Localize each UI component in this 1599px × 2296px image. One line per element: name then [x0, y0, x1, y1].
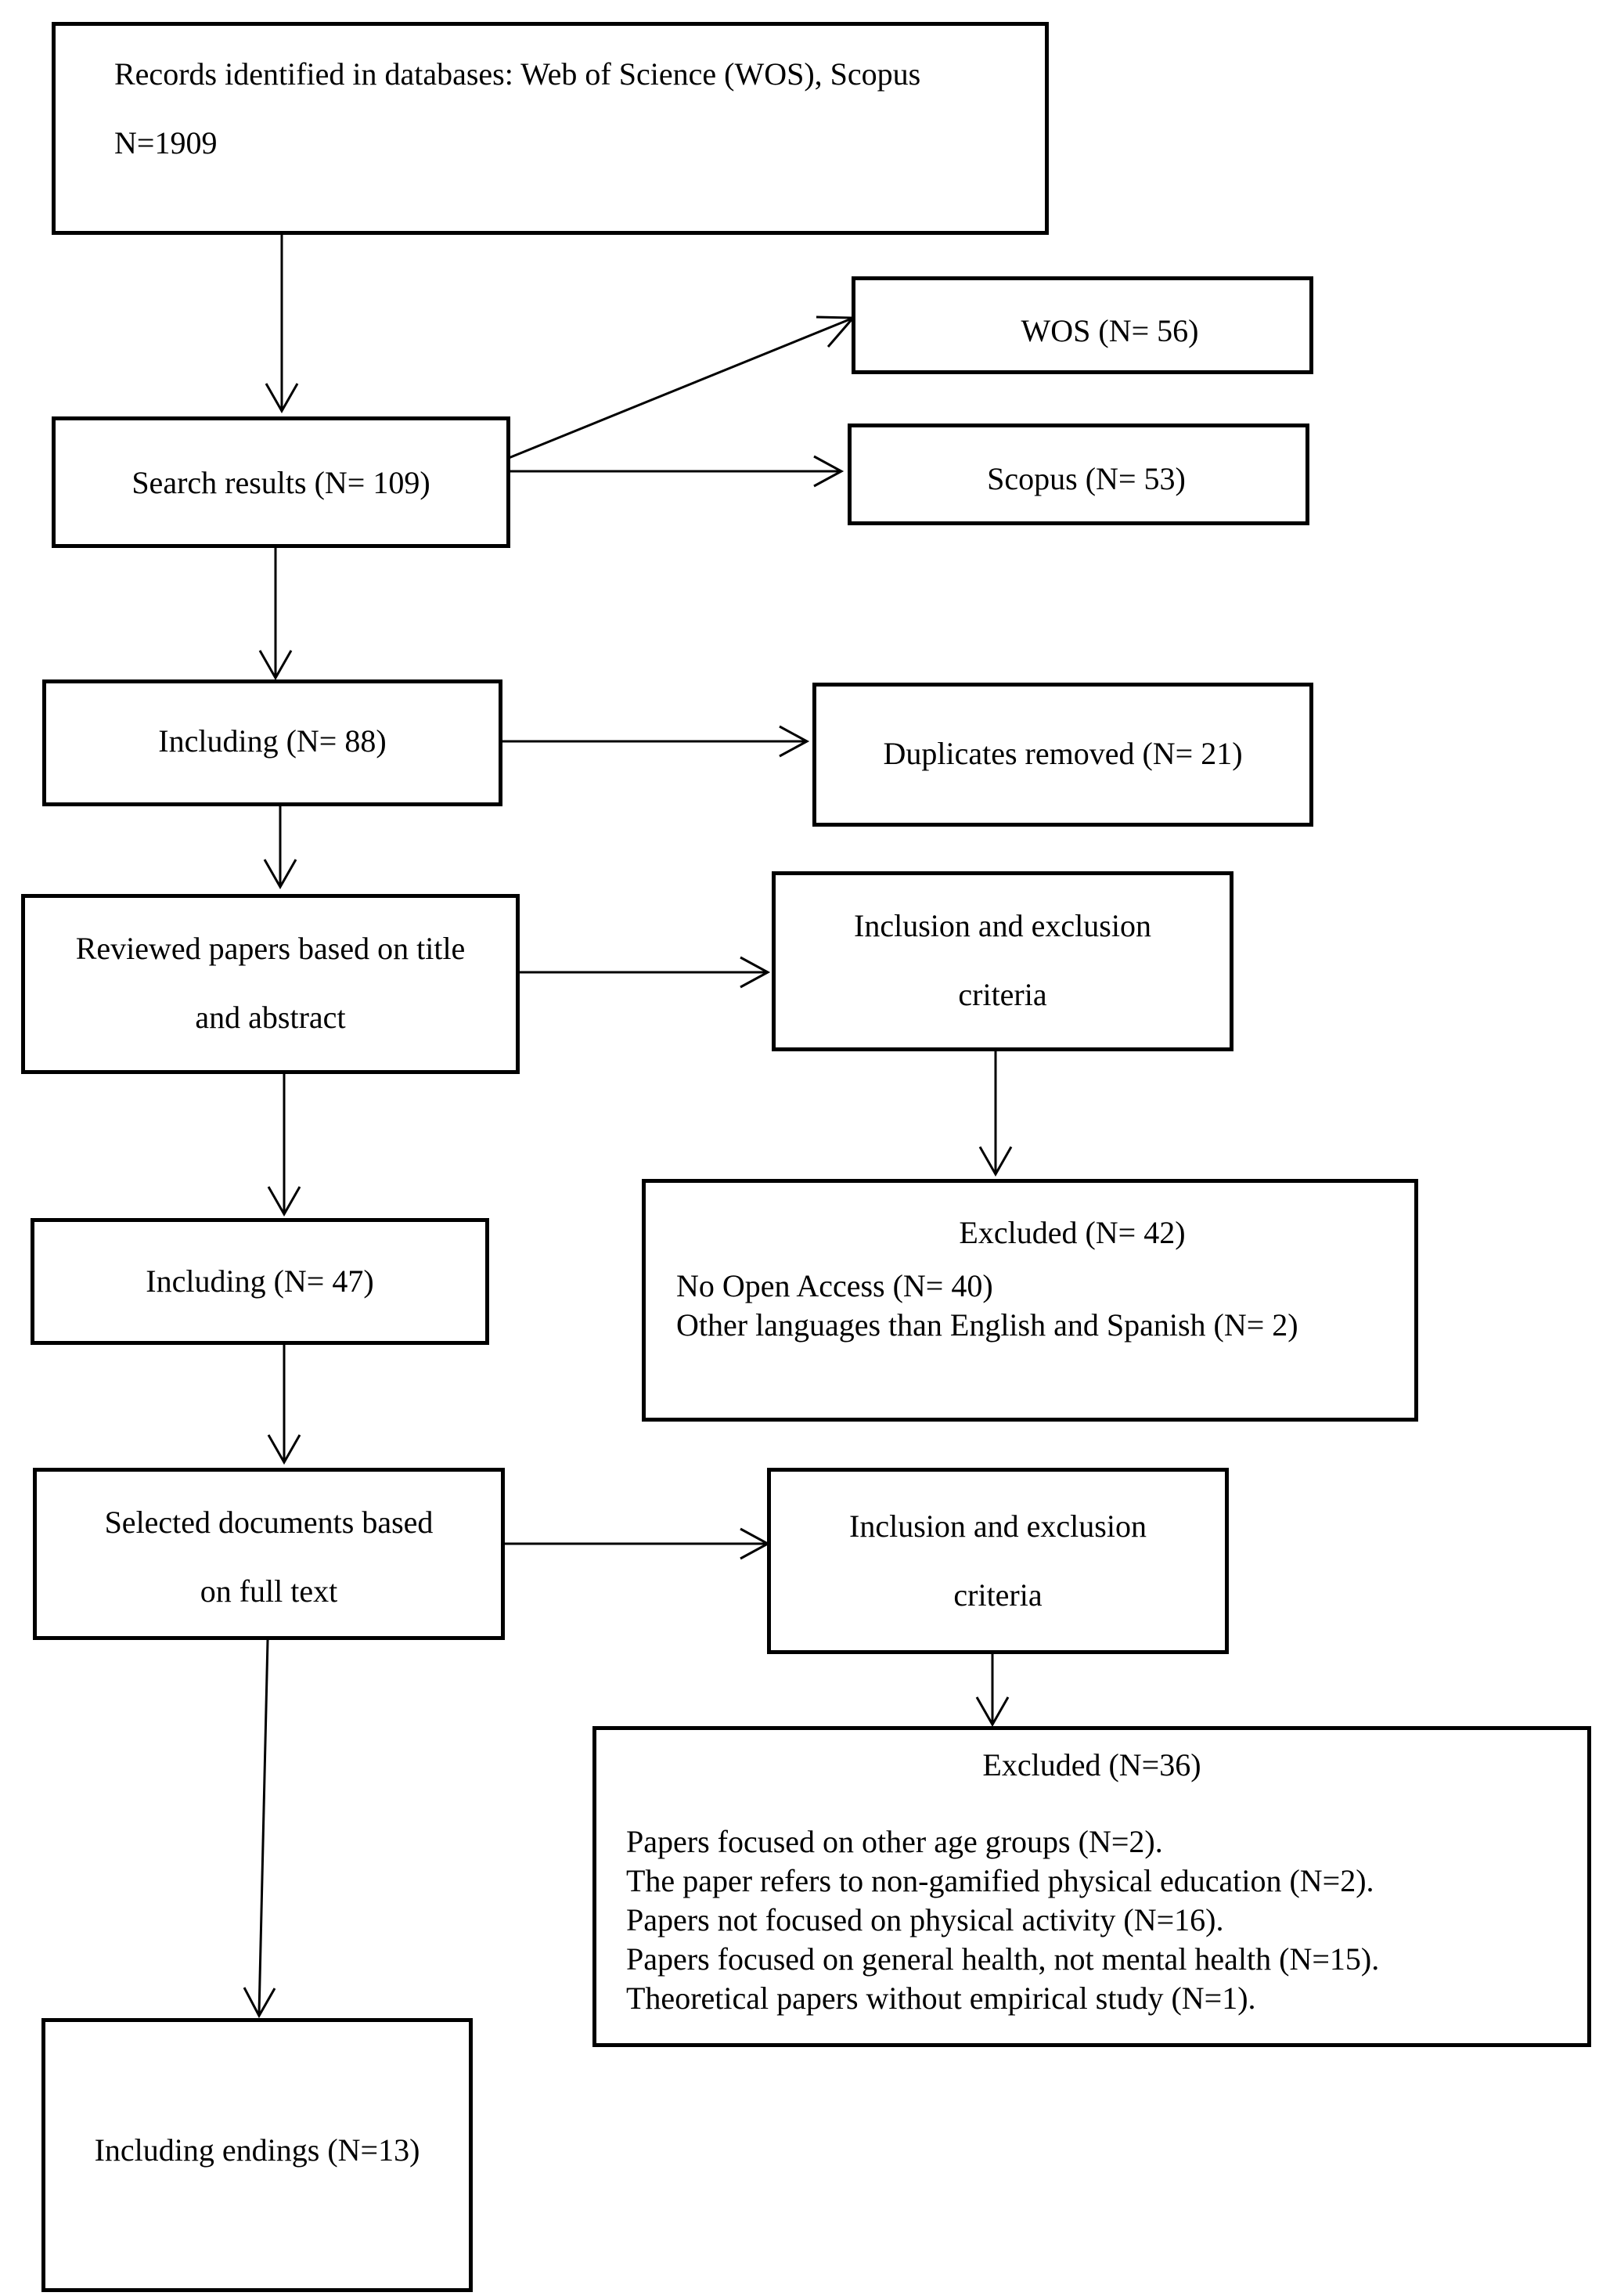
search-results-box — [52, 416, 510, 548]
reviewed-papers-box — [21, 894, 520, 1074]
excluded-42-title: Excluded (N= 42) — [959, 1215, 1186, 1250]
reviewed-papers-line2: and abstract — [195, 1000, 346, 1035]
excluded-36-title: Excluded (N=36) — [982, 1747, 1201, 1782]
wos-label: WOS (N= 56) — [1021, 313, 1199, 348]
criteria-2-box — [767, 1468, 1229, 1654]
arrow-selected-to-including-endings — [243, 1639, 276, 2019]
excluded-42-box — [642, 1179, 1418, 1422]
arrow-criteria-1-to-excluded-42 — [978, 1051, 1013, 1177]
arrow-including-88-to-reviewed — [263, 806, 297, 890]
selected-documents-box — [33, 1468, 505, 1640]
excluded-36-item: Theoretical papers without empirical stu… — [626, 1981, 1256, 2016]
excluded-36-item: Papers focused on general health, not me… — [626, 1941, 1380, 1977]
records-identified-box — [52, 22, 1049, 235]
arrow-reviewed-to-including-47 — [267, 1074, 301, 1217]
criteria-2-line2: criteria — [953, 1577, 1043, 1613]
excluded-36-item: Papers focused on other age groups (N=2)… — [626, 1824, 1163, 1859]
selected-documents-line2: on full text — [200, 1573, 338, 1609]
criteria-1-line2: criteria — [958, 977, 1047, 1012]
including-endings-label: Including endings (N=13) — [94, 2132, 420, 2168]
wos-box — [852, 276, 1313, 374]
excluded-36-box — [592, 1726, 1591, 2047]
reviewed-papers-line1: Reviewed papers based on title — [75, 931, 466, 966]
arrow-criteria-2-to-excluded-36 — [975, 1654, 1010, 1728]
selected-documents-line1: Selected documents based — [104, 1505, 434, 1540]
scopus-label: Scopus (N= 53) — [987, 461, 1186, 496]
records-identified-line2: N=1909 — [114, 125, 218, 160]
criteria-1-box — [772, 871, 1233, 1051]
duplicates-removed-label: Duplicates removed (N= 21) — [883, 736, 1243, 771]
arrow-search-to-scopus — [509, 455, 845, 488]
criteria-2-line1: Inclusion and exclusion — [849, 1508, 1147, 1544]
records-identified-line1: Records identified in databases: Web of … — [114, 56, 921, 92]
arrow-including-88-to-duplicates — [501, 725, 810, 758]
arrow-including-47-to-selected — [267, 1337, 301, 1465]
excluded-36-item: The paper refers to non-gamified physica… — [626, 1863, 1374, 1898]
excluded-36-item: Papers not focused on physical activity … — [626, 1902, 1224, 1937]
arrow-reviewed-to-criteria-1 — [518, 956, 771, 989]
including-47-box — [31, 1218, 489, 1345]
arrow-search-to-wos — [508, 315, 856, 460]
including-88-label: Including (N= 88) — [158, 723, 387, 759]
arrow-selected-to-criteria-2 — [503, 1527, 771, 1560]
search-results-label: Search results (N= 109) — [131, 465, 430, 500]
including-47-label: Including (N= 47) — [146, 1263, 374, 1299]
arrow-records-to-search — [265, 235, 299, 414]
criteria-1-line1: Inclusion and exclusion — [854, 908, 1151, 943]
duplicates-removed-box — [812, 683, 1313, 827]
including-endings-box — [41, 2018, 473, 2292]
excluded-42-item: Other languages than English and Spanish… — [676, 1307, 1298, 1343]
scopus-box — [848, 424, 1309, 525]
including-88-box — [42, 679, 502, 806]
arrow-search-to-including-88 — [258, 548, 293, 681]
excluded-42-item: No Open Access (N= 40) — [676, 1268, 993, 1303]
